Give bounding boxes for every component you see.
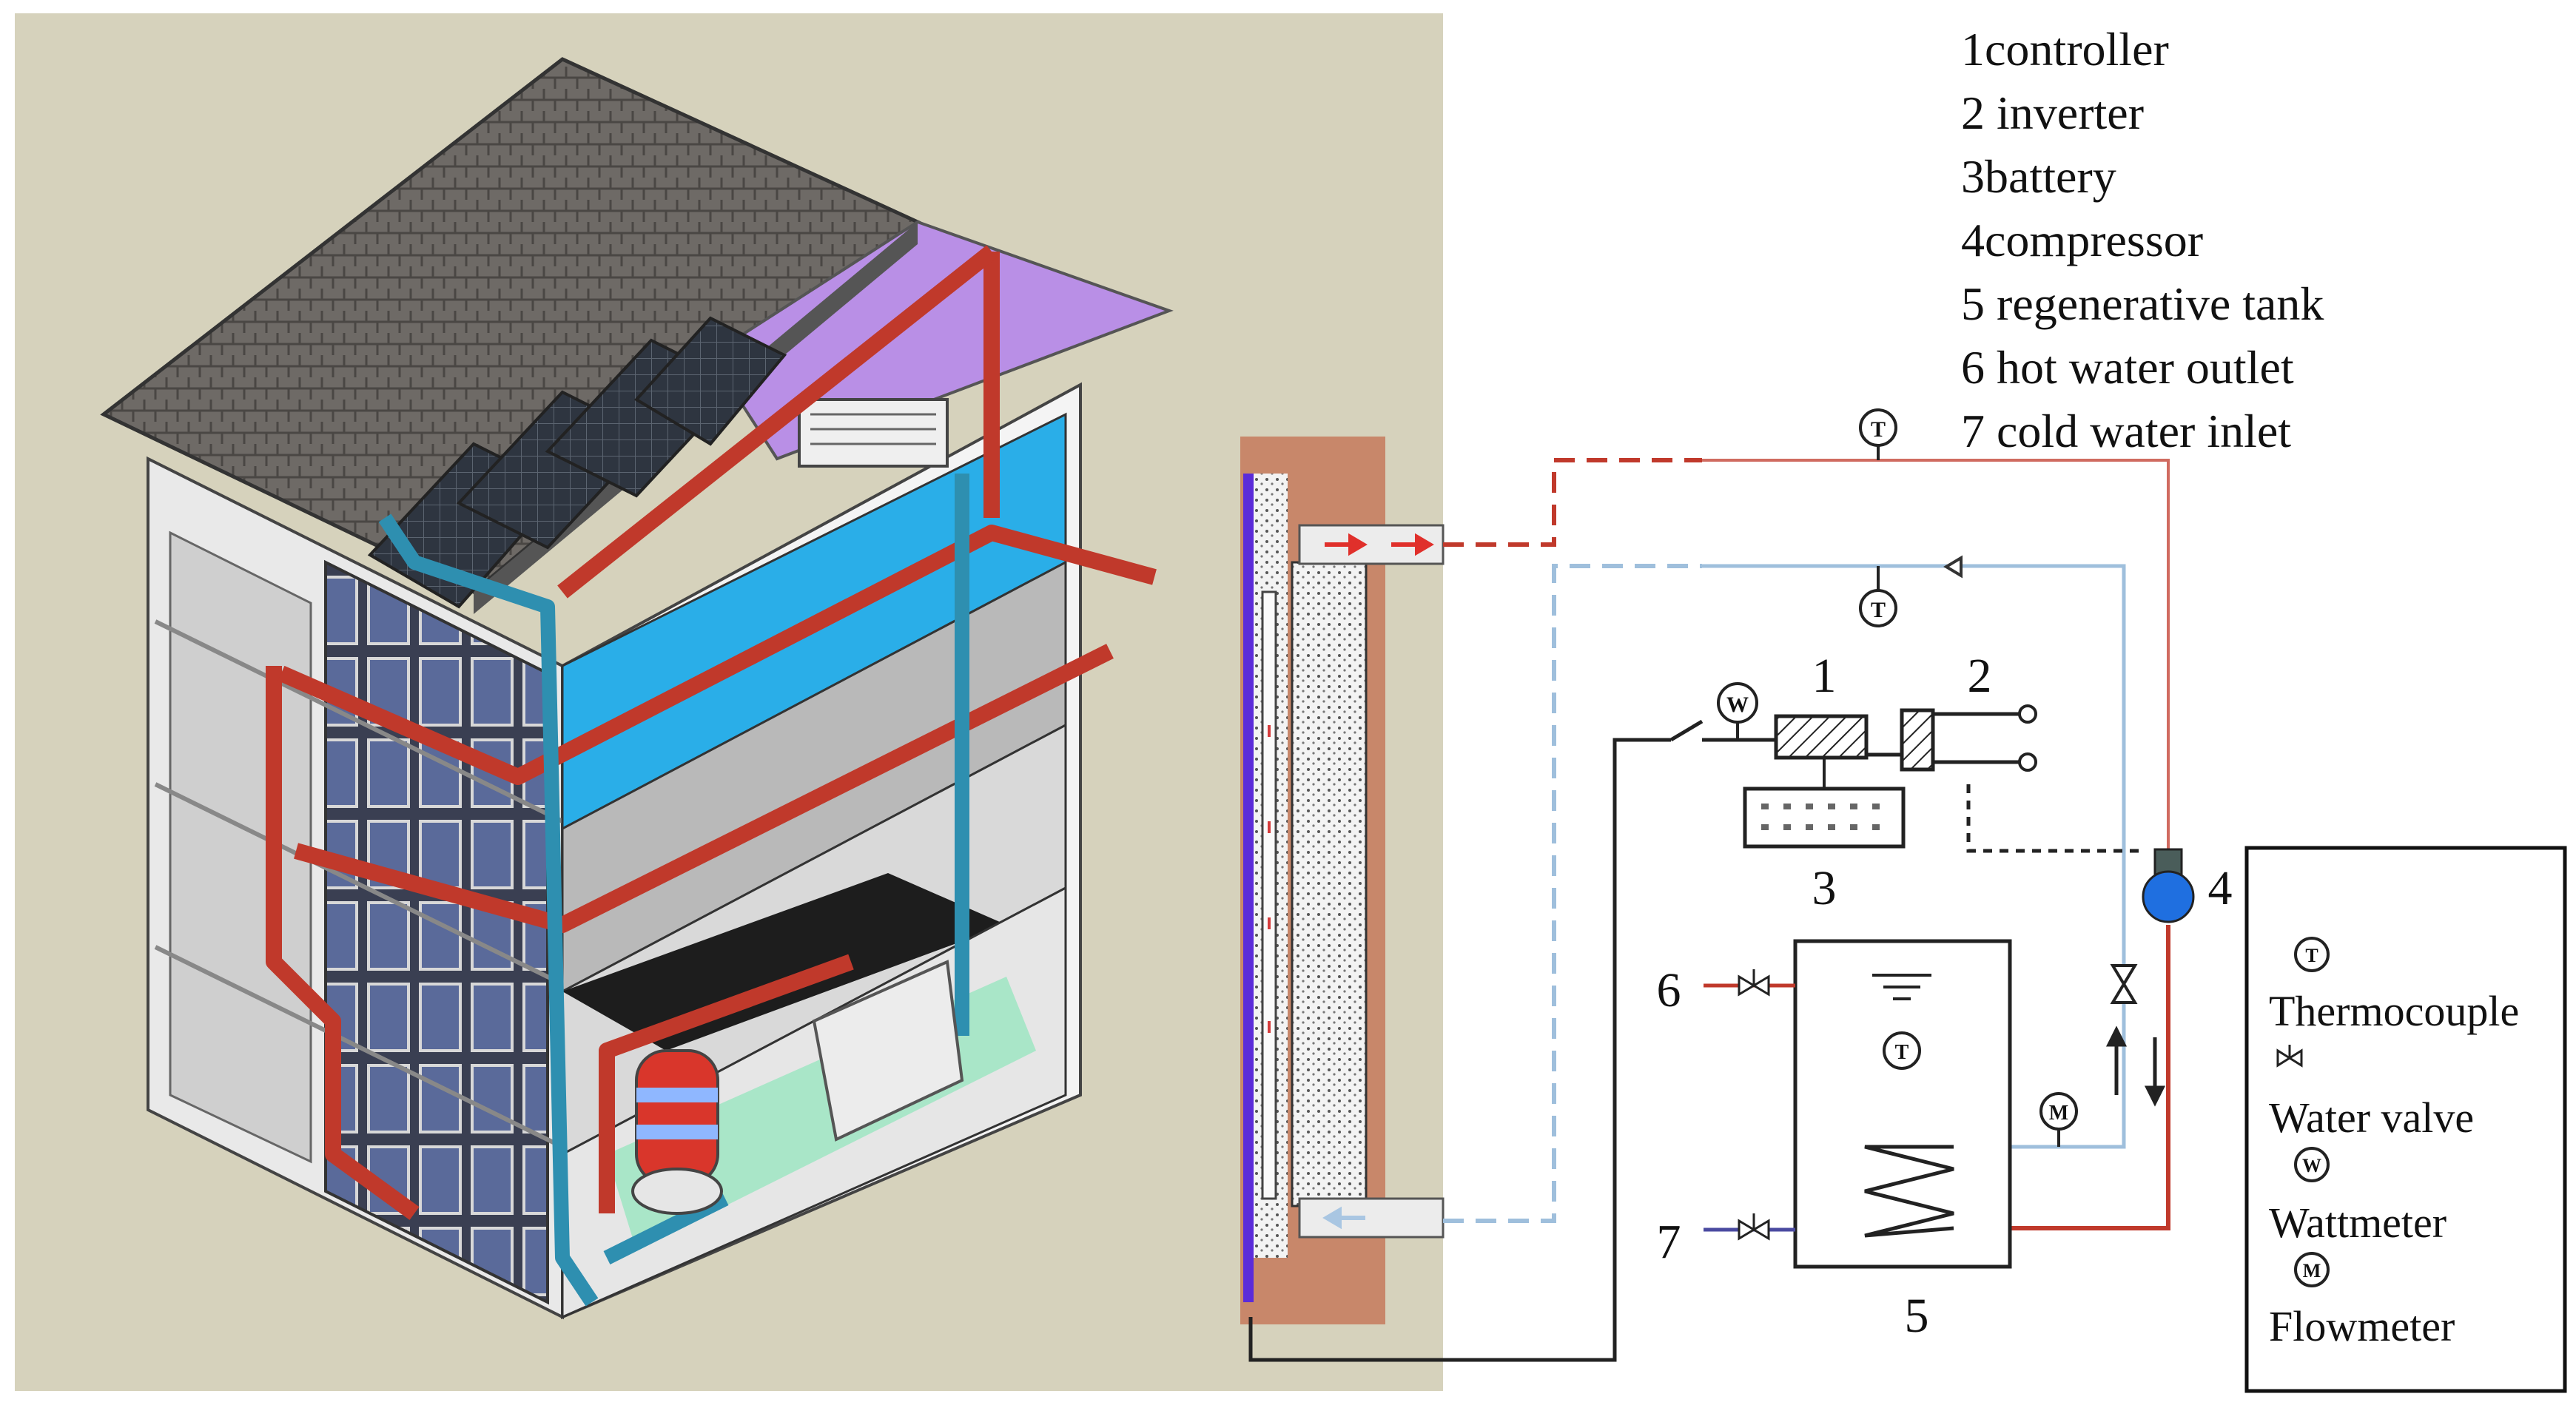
label-7: 7: [1657, 1215, 1681, 1269]
key-thermo-letter: T: [2305, 945, 2318, 966]
balcony-column: [169, 530, 312, 1164]
component-legend: 1controller 2 inverter 3battery 4compres…: [1961, 23, 2324, 457]
key-watt-letter: W: [2302, 1155, 2321, 1176]
label-2: 2: [1968, 649, 1992, 703]
label-3: 3: [1812, 861, 1837, 915]
hot-loop: [1443, 458, 2170, 1230]
inlet-duct: [1298, 1197, 1445, 1239]
building-illustration: [15, 13, 1443, 1391]
floor-slab-lines: [154, 619, 564, 1149]
inverter-terminal-top: [2018, 704, 2037, 724]
window-column: [324, 559, 549, 1305]
inlet-arrows: [1322, 1206, 1365, 1230]
inverter-terminal-bottom: [2018, 752, 2037, 772]
key-box: [2244, 846, 2567, 1393]
symbol-key: T Thermocouple Water valve W Wattmeter M…: [2244, 846, 2567, 1393]
legend-item-3: 3battery: [1961, 150, 2116, 203]
pv-glass-layer: [1243, 474, 1254, 1302]
inlet-valve: [1738, 1213, 1770, 1241]
absorber-layer: [1291, 561, 1368, 1207]
heat-exchange-coil: [1864, 1145, 1954, 1238]
controller-box: [1774, 714, 1869, 760]
key-flow-letter: M: [2303, 1260, 2321, 1281]
key-thermocouple: Thermocouple: [2269, 987, 2519, 1035]
key-flowmeter-icon: [2294, 1252, 2330, 1287]
battery-cells: [1761, 804, 1880, 830]
check-valve-symbol: [1943, 555, 1963, 579]
outdoor-unit: [812, 960, 964, 1142]
thermo-symbol-1: T: [1871, 417, 1886, 442]
outlet-arrows: [1325, 533, 1434, 556]
legend-item-7: 7 cold water inlet: [1961, 405, 2291, 457]
thermocouple-symbols: T T: [1859, 408, 1897, 627]
key-thermocouple-icon: [2294, 937, 2330, 972]
label-1: 1: [1812, 649, 1837, 703]
heat-marks: [1268, 725, 1271, 1033]
expansion-valve: [2110, 964, 2138, 1004]
storage-tank: [631, 1049, 723, 1215]
key-water-valve-icon: [2276, 1045, 2303, 1068]
legend-item-1: 1controller: [1961, 23, 2169, 75]
label-5: 5: [1905, 1289, 1929, 1343]
ac-vents: [810, 413, 936, 445]
tank-thermo-letter: T: [1895, 1041, 1909, 1064]
battery-box: [1743, 786, 1906, 849]
cold-loop: [1443, 564, 2126, 1223]
system-schematic: T T W: [1240, 408, 2233, 1362]
dark-ceiling: [562, 873, 1006, 1051]
thermo-symbol-2: T: [1871, 598, 1886, 622]
key-wattmeter-icon: [2294, 1147, 2330, 1182]
legend-item-2: 2 inverter: [1961, 87, 2144, 139]
legend-item-6: 6 hot water outlet: [1961, 341, 2294, 394]
compressor-symbol: [2142, 848, 2195, 923]
inverter-box: [1900, 708, 1935, 772]
regenerative-tank: [1793, 939, 2012, 1269]
key-water-valve: Water valve: [2269, 1094, 2474, 1142]
label-6: 6: [1657, 963, 1681, 1017]
ac-unit: [798, 398, 949, 468]
wattmeter-letter: W: [1726, 693, 1749, 717]
air-channel: [1261, 590, 1277, 1200]
key-flowmeter: Flowmeter: [2269, 1302, 2455, 1350]
tank-thermocouple: [1883, 1031, 1921, 1070]
key-wattmeter: Wattmeter: [2269, 1199, 2446, 1247]
hot-water-pipes: [266, 245, 1157, 1220]
water-level-mark: [1872, 974, 1931, 1000]
legend-item-5: 5 regenerative tank: [1961, 277, 2324, 330]
legend-item-4: 4compressor: [1961, 214, 2203, 266]
label-4: 4: [2208, 861, 2233, 915]
flow-arrows: [2105, 1025, 2166, 1107]
flowmeter-letter: M: [2049, 1102, 2068, 1125]
outlet-valve: [1738, 969, 1770, 997]
